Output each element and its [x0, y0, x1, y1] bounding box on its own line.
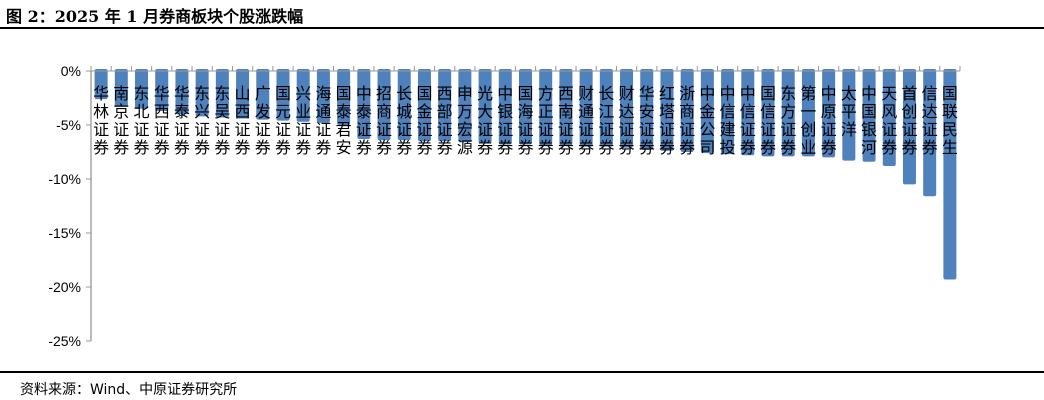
category-label: 国信证券	[760, 84, 776, 157]
category-label: 国联民生	[942, 84, 958, 157]
bar	[114, 69, 128, 107]
category-label: 光大证券	[477, 84, 493, 157]
y-tick-label: -15%	[48, 225, 81, 241]
category-label: 国泰君安	[336, 84, 352, 157]
category-label: 兴业证券	[295, 84, 311, 157]
category-label: 红塔证券	[659, 84, 675, 157]
category-label: 广发证券	[255, 84, 271, 157]
category-label: 首创证券	[901, 84, 917, 157]
bar	[397, 69, 411, 141]
source-note: 资料来源：Wind、中原证券研究所	[20, 382, 238, 398]
bar	[741, 69, 755, 156]
category-label: 华西证券	[154, 84, 170, 157]
bar	[801, 69, 815, 157]
y-tick-label: -20%	[48, 279, 81, 295]
category-label: 华安证券	[639, 84, 655, 157]
category-label: 山西证券	[235, 84, 251, 157]
category-label: 信达证券	[922, 84, 938, 157]
bar	[438, 69, 452, 142]
category-label: 长城证券	[396, 84, 412, 157]
bar	[236, 69, 250, 119]
category-label: 方正证券	[538, 84, 554, 157]
bar	[539, 69, 553, 146]
bar	[458, 69, 472, 143]
category-label: 中银证券	[497, 84, 513, 157]
bar	[215, 69, 229, 118]
bar	[478, 69, 492, 144]
bar	[842, 69, 856, 161]
bar	[700, 69, 714, 154]
bar	[822, 69, 836, 158]
bar	[316, 69, 330, 123]
bar	[195, 69, 209, 117]
category-label: 第一创业	[800, 84, 816, 157]
category-label: 天风证券	[881, 84, 897, 157]
bar	[660, 69, 674, 151]
y-tick-label: -5%	[56, 117, 81, 133]
category-label: 申万宏源	[457, 84, 473, 157]
category-label: 财通证券	[578, 84, 594, 157]
y-tick-label: -25%	[48, 333, 81, 349]
category-label: 东兴证券	[194, 84, 210, 157]
chart-title: 图 2：2025 年 1 月券商板块个股涨跌幅	[6, 7, 304, 26]
bar	[721, 69, 735, 155]
category-label: 中金公司	[699, 84, 715, 157]
category-label: 海通证券	[315, 84, 331, 157]
bar	[135, 69, 149, 109]
category-label: 财达证券	[619, 84, 635, 157]
bar	[882, 69, 896, 167]
category-label: 中泰证券	[356, 84, 372, 157]
category-label: 国海证券	[517, 84, 533, 157]
bar	[256, 69, 270, 120]
category-label: 浙商证券	[679, 84, 695, 157]
y-tick-label: 0%	[61, 63, 81, 79]
category-label: 太平洋	[841, 84, 857, 139]
category-label: 国元证券	[275, 84, 291, 157]
y-tick-label: -10%	[48, 171, 81, 187]
bar	[337, 69, 351, 125]
category-label: 东吴证券	[214, 84, 230, 157]
bar	[155, 69, 169, 111]
category-label: 东北证券	[134, 84, 150, 157]
bar	[498, 69, 512, 145]
source-divider	[0, 371, 1044, 373]
category-label: 招商证券	[376, 84, 392, 157]
bar	[680, 69, 694, 152]
bar	[599, 69, 613, 147]
bar	[943, 69, 957, 280]
bar	[175, 69, 189, 115]
bar	[296, 69, 310, 122]
bar	[276, 69, 290, 121]
category-label: 华林证券	[93, 84, 109, 157]
title-divider	[0, 27, 1044, 29]
category-label: 华泰证券	[174, 84, 190, 157]
bar	[377, 69, 391, 141]
category-label: 南京证券	[113, 84, 129, 157]
category-label: 西部证券	[437, 84, 453, 157]
bar	[579, 69, 593, 147]
bar	[923, 69, 937, 197]
bar	[559, 69, 573, 146]
category-label: 国金证券	[416, 84, 432, 157]
category-label: 中国银河	[861, 84, 877, 157]
category-label: 中信证券	[740, 84, 756, 157]
category-label: 西南证券	[558, 84, 574, 157]
bar	[640, 69, 654, 150]
bar	[761, 69, 775, 157]
bar	[620, 69, 634, 148]
bar	[902, 69, 916, 185]
bar	[781, 69, 795, 157]
bar	[357, 69, 371, 140]
bar	[417, 69, 431, 142]
bar	[862, 69, 876, 162]
bar	[519, 69, 532, 145]
bar	[94, 69, 108, 100]
category-label: 中原证券	[821, 84, 837, 157]
category-label: 长江证券	[598, 84, 614, 157]
category-label: 东方证券	[780, 84, 796, 157]
category-label: 中信建投	[720, 84, 736, 157]
